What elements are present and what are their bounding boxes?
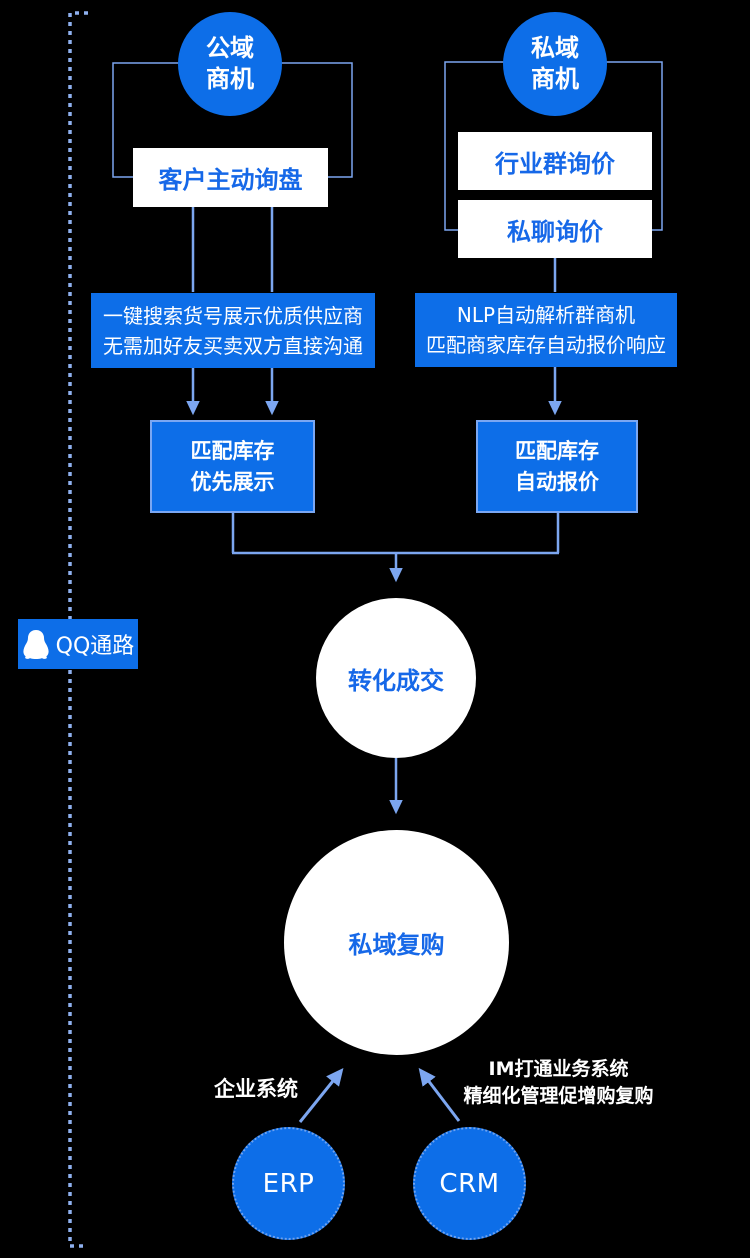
right-capability-line1: NLP自动解析群商机 [456, 303, 636, 327]
im-integration-note: IM打通业务系统 精细化管理促增购复购 [450, 1056, 667, 1110]
private-chat-inquiry-label: 私聊询价 [507, 217, 603, 246]
crm-circle: CRM [413, 1127, 526, 1240]
public-domain-line2: 商机 [206, 65, 254, 93]
left-capability-line2: 无需加好友买卖双方直接沟通 [103, 333, 363, 358]
erp-label: ERP [262, 1168, 315, 1199]
private-domain-line2: 商机 [531, 65, 579, 93]
public-domain-line1: 公域 [206, 34, 254, 62]
repurchase-label: 私域复购 [348, 931, 445, 959]
left-capability-line1: 一键搜索货号展示优质供应商 [103, 303, 363, 328]
match-stock-quote-box: 匹配库存 自动报价 [476, 420, 638, 513]
erp-circle: ERP [232, 1127, 345, 1240]
left-capability-box: 一键搜索货号展示优质供应商 无需加好友买卖双方直接沟通 [91, 293, 375, 368]
match-stock-quote-line2: 自动报价 [515, 469, 599, 494]
private-domain-line1: 私域 [531, 34, 579, 62]
qq-penguin-icon [23, 630, 49, 659]
right-capability-box: NLP自动解析群商机 匹配商家库存自动报价响应 [415, 293, 677, 367]
match-stock-display-line2: 优先展示 [190, 469, 275, 494]
customer-inquiry-box: 客户主动询盘 [133, 148, 328, 207]
qq-channel-badge: QQ通路 [18, 619, 138, 669]
customer-inquiry-label: 客户主动询盘 [158, 166, 303, 194]
repurchase-circle: 私域复购 [284, 830, 509, 1055]
private-chat-inquiry-box: 私聊询价 [458, 200, 652, 258]
system-arrows [298, 1067, 461, 1123]
qq-channel-label: QQ通路 [55, 634, 135, 659]
industry-group-inquiry-label: 行业群询价 [495, 149, 615, 178]
private-domain-leads-circle: 私域 商机 [503, 12, 607, 116]
right-capability-line2: 匹配商家库存自动报价响应 [426, 333, 666, 357]
enterprise-system-note: 企业系统 [200, 1073, 312, 1103]
im-integration-line1: IM打通业务系统 [488, 1058, 629, 1080]
match-stock-display-box: 匹配库存 优先展示 [150, 420, 315, 513]
public-domain-leads-circle: 公域 商机 [178, 12, 282, 116]
crm-label: CRM [439, 1168, 500, 1199]
im-integration-line2: 精细化管理促增购复购 [463, 1085, 654, 1107]
conversion-label: 转化成交 [348, 666, 444, 695]
enterprise-system-label: 企业系统 [214, 1077, 298, 1101]
match-stock-quote-line1: 匹配库存 [515, 438, 599, 463]
flow-connectors [186, 207, 562, 815]
qq-channel-dotted-rail [68, 11, 88, 1248]
match-stock-display-line1: 匹配库存 [190, 438, 275, 463]
industry-group-inquiry-box: 行业群询价 [458, 132, 652, 190]
conversion-circle: 转化成交 [316, 598, 476, 758]
